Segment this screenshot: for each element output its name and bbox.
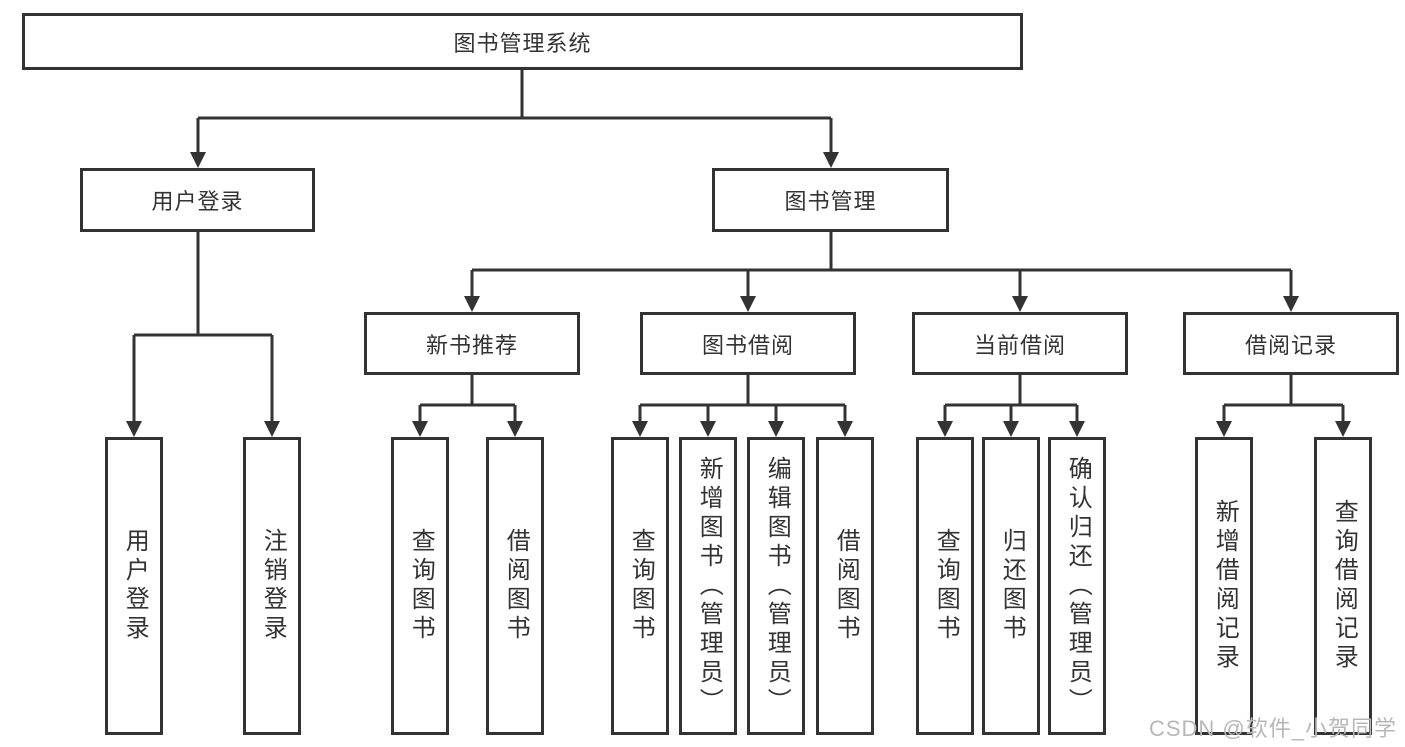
leaf-logout: 注销登录 (243, 437, 301, 735)
node-book-borrow: 图书借阅 (640, 312, 856, 375)
leaf-query-books-borrow: 查询图书 (611, 437, 669, 735)
leaf-label: 新增借阅记录 (1211, 499, 1239, 673)
leaf-edit-books-admin: 编辑图书（管理员） (747, 437, 805, 735)
leaf-label: 新增图书（管理员） (695, 455, 723, 717)
leaf-borrow-books-recommend: 借阅图书 (486, 437, 544, 735)
leaf-add-borrow-record: 新增借阅记录 (1195, 437, 1253, 735)
node-new-book-recommend: 新书推荐 (364, 312, 580, 375)
leaf-confirm-return-admin: 确认归还（管理员） (1048, 437, 1106, 735)
leaf-label: 借阅图书 (502, 528, 530, 644)
leaf-query-books-current: 查询图书 (916, 437, 974, 735)
leaf-label: 归还图书 (998, 528, 1026, 644)
leaf-return-books: 归还图书 (982, 437, 1040, 735)
csdn-watermark: CSDN @软件_小贺同学 (1148, 716, 1397, 741)
node-root-system: 图书管理系统 (22, 13, 1023, 70)
node-book-management: 图书管理 (712, 168, 949, 232)
leaf-label: 查询图书 (407, 528, 435, 644)
leaf-label: 用户登录 (121, 528, 149, 644)
leaf-query-borrow-record: 查询借阅记录 (1314, 437, 1372, 735)
leaf-add-books-admin: 新增图书（管理员） (679, 437, 737, 735)
leaf-label: 查询借阅记录 (1330, 499, 1358, 673)
leaf-label: 确认归还（管理员） (1064, 455, 1092, 717)
leaf-query-books-recommend: 查询图书 (391, 437, 449, 735)
leaf-borrow-books: 借阅图书 (816, 437, 874, 735)
leaf-label: 借阅图书 (832, 528, 860, 644)
node-current-borrow: 当前借阅 (912, 312, 1128, 375)
leaf-label: 查询图书 (932, 528, 960, 644)
leaf-user-login: 用户登录 (105, 437, 163, 735)
node-user-login: 用户登录 (80, 168, 315, 232)
leaf-label: 注销登录 (259, 528, 287, 644)
leaf-label: 查询图书 (627, 528, 655, 644)
node-borrow-records: 借阅记录 (1183, 312, 1399, 375)
leaf-label: 编辑图书（管理员） (763, 455, 791, 717)
